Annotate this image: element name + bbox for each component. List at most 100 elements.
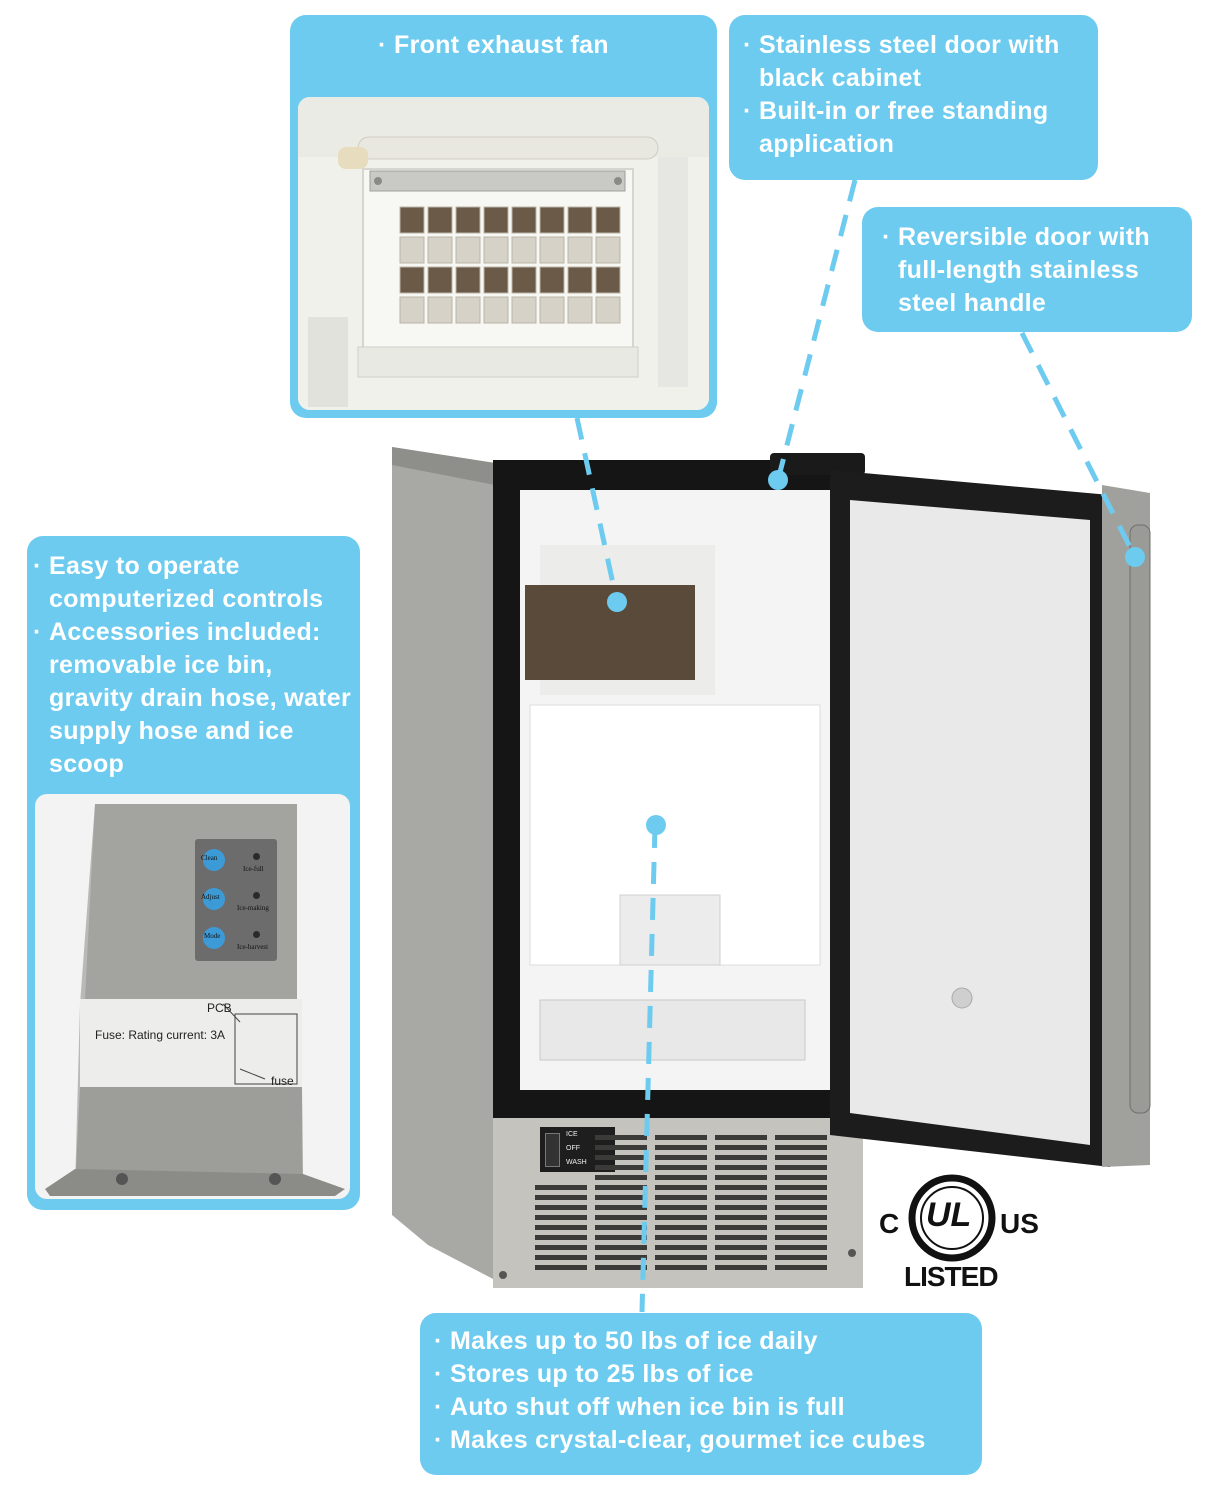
fuse-rating-text: Fuse: Rating current: 3A: [95, 1028, 226, 1042]
vent-slot: [715, 1235, 767, 1240]
power-switch[interactable]: [545, 1133, 560, 1167]
leader-door: [775, 179, 858, 481]
switch-label-off: OFF: [566, 1145, 580, 1152]
ice-cube-cell: [539, 206, 565, 234]
ice-cube-cell: [399, 266, 425, 294]
callout-item: Stainless steel door with black cabinet: [741, 29, 1091, 95]
vent-slot: [775, 1235, 827, 1240]
vent-slot: [535, 1225, 587, 1230]
vent-slot: [535, 1185, 587, 1190]
clean-button[interactable]: [203, 849, 225, 871]
vent-slot: [535, 1195, 587, 1200]
ice-cube-cell: [511, 206, 537, 234]
vent-slot: [595, 1235, 647, 1240]
ice-harvest-led: [253, 931, 260, 938]
vent-slot: [655, 1145, 707, 1150]
ul-c-mark: C: [879, 1208, 900, 1239]
vent-slot: [655, 1245, 707, 1250]
vent-slot: [655, 1205, 707, 1210]
ice-cube-cell: [511, 296, 537, 324]
vent-slot: [715, 1155, 767, 1160]
adjust-button[interactable]: [203, 888, 225, 910]
control-panel-plate: Clean Adjust Mode Ice-full Ice-making Ic…: [195, 839, 277, 961]
vent-slot: [655, 1135, 707, 1140]
leader-dot: [607, 592, 627, 612]
ice-cube-cell: [567, 266, 593, 294]
ice-cube-cell: [539, 296, 565, 324]
ice-maker-appliance: ICE OFF WASH: [390, 445, 1160, 1290]
vent-slot: [775, 1225, 827, 1230]
fuse-label: fuse: [271, 1074, 294, 1088]
vent-slot: [595, 1195, 647, 1200]
vent-slot: [535, 1265, 587, 1270]
vent-slot: [715, 1195, 767, 1200]
vent-slot: [775, 1255, 827, 1260]
vent-slot: [595, 1265, 647, 1270]
callout-item: Auto shut off when ice bin is full: [432, 1391, 977, 1424]
callout-item: Reversible door with full-length stainle…: [880, 221, 1180, 320]
vent-slot: [715, 1215, 767, 1220]
ice-cube-cell: [455, 266, 481, 294]
ice-cube-cell: [595, 236, 621, 264]
callout-front-exhaust-fan: Front exhaust fan: [290, 15, 717, 418]
ice-cube-cell: [455, 296, 481, 324]
callout-controls-accessories: Easy to operate computerized controls Ac…: [27, 536, 360, 1210]
callout-item: Accessories included: removable ice bin,…: [31, 616, 356, 781]
ice-cube-cell: [511, 236, 537, 264]
vent-slot: [775, 1265, 827, 1270]
vent-slot: [715, 1255, 767, 1260]
ice-cube-cell: [567, 206, 593, 234]
callout-stainless-door: Stainless steel door with black cabinet …: [729, 15, 1098, 180]
vent-slot: [715, 1185, 767, 1190]
vent-slot: [775, 1165, 827, 1170]
adjust-label: Adjust: [201, 893, 220, 901]
vent-slot: [655, 1165, 707, 1170]
switch-label-ice: ICE: [566, 1131, 578, 1138]
vent-slot: [595, 1225, 647, 1230]
ice-cube-cell: [511, 266, 537, 294]
vent-slot: [715, 1265, 767, 1270]
callout-item: Easy to operate computerized controls: [31, 550, 356, 616]
mode-button[interactable]: [203, 927, 225, 949]
callout-item: Stores up to 25 lbs of ice: [432, 1358, 977, 1391]
vent-slot: [595, 1165, 647, 1170]
control-board-photo: Clean Adjust Mode Ice-full Ice-making Ic…: [35, 794, 350, 1199]
vent-slot: [655, 1265, 707, 1270]
vent-slot: [655, 1215, 707, 1220]
ice-cube-cell: [595, 206, 621, 234]
vent-slot: [715, 1175, 767, 1180]
callout-reversible-door: Reversible door with full-length stainle…: [862, 207, 1192, 332]
leader-dot: [768, 470, 788, 490]
ul-us-mark: US: [1000, 1208, 1039, 1239]
vent-slot: [715, 1225, 767, 1230]
clean-label: Clean: [201, 854, 218, 862]
vent-slot: [775, 1205, 827, 1210]
ice-cube-cell: [399, 206, 425, 234]
vent-slot: [715, 1165, 767, 1170]
vent-slot: [655, 1185, 707, 1190]
vent-slot: [535, 1255, 587, 1260]
ice-making-led: [253, 892, 260, 899]
vent-slot: [775, 1145, 827, 1150]
vent-slot: [535, 1235, 587, 1240]
vent-slot: [595, 1145, 647, 1150]
mode-label: Mode: [204, 932, 221, 940]
ice-cube-cell: [595, 266, 621, 294]
pcb-label: PCB: [207, 1001, 232, 1015]
switch-label-wash: WASH: [566, 1159, 587, 1166]
ice-cube-cell: [427, 266, 453, 294]
vent-slot: [535, 1245, 587, 1250]
ice-harvest-label: Ice-harvest: [237, 943, 269, 951]
ice-cube-cell: [483, 266, 509, 294]
ice-cube-cell: [455, 236, 481, 264]
vent-slot: [535, 1205, 587, 1210]
leader-dot: [646, 815, 666, 835]
ice-cube-cell: [567, 296, 593, 324]
vent-slot: [595, 1205, 647, 1210]
vent-slot: [775, 1155, 827, 1160]
vent-slot: [775, 1195, 827, 1200]
ul-listed-text: LISTED: [904, 1261, 999, 1292]
ice-full-led: [253, 853, 260, 860]
vent-slot: [655, 1225, 707, 1230]
